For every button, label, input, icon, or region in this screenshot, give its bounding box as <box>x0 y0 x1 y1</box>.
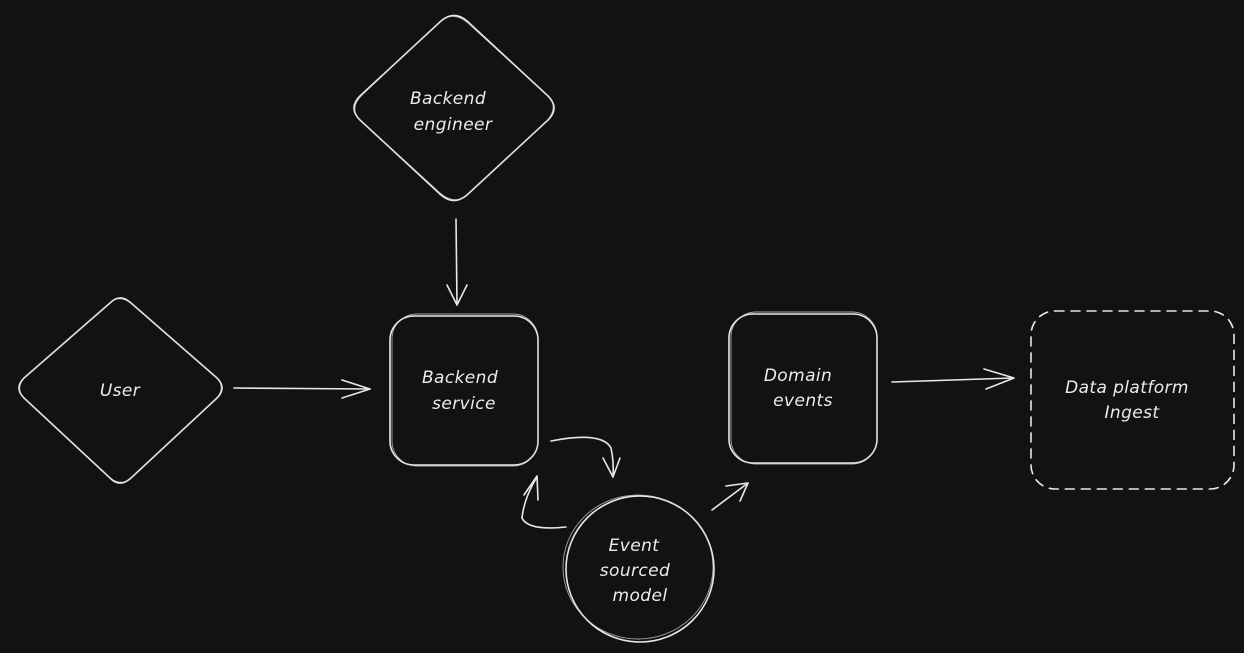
node-backend-engineer[interactable]: Backend engineer <box>353 14 555 202</box>
node-domain-events[interactable]: Domain events <box>728 311 878 465</box>
arrow-model-to-domain-events <box>711 482 749 511</box>
user-label: User <box>100 381 141 401</box>
event-sourced-model-label-line2: sourced <box>600 561 670 581</box>
backend-service-label-line1: Backend <box>422 368 498 388</box>
data-platform-label-line1: Data platform <box>1065 378 1189 398</box>
node-data-platform-ingest[interactable]: Data platform Ingest <box>1030 310 1235 490</box>
domain-events-label-line1: Domain <box>764 366 832 386</box>
event-sourced-model-label-line1: Event <box>609 536 661 556</box>
backend-engineer-label-line2: engineer <box>414 115 493 135</box>
domain-events-label-line2: events <box>773 391 833 411</box>
arrow-model-to-service <box>521 475 567 529</box>
node-user[interactable]: User <box>18 297 223 484</box>
backend-service-label-line2: service <box>432 394 496 414</box>
event-sourced-model-label-line3: model <box>613 586 668 606</box>
data-platform-label-line2: Ingest <box>1105 403 1161 423</box>
node-backend-service[interactable]: Backend service <box>389 313 539 467</box>
node-event-sourced-model[interactable]: Event sourced model <box>562 494 715 643</box>
arrow-engineer-to-service <box>446 218 468 306</box>
backend-engineer-label-line1: Backend <box>410 89 486 109</box>
arrow-service-to-model <box>550 436 621 478</box>
arrow-user-to-service <box>233 379 371 399</box>
arrow-domain-events-to-data-platform <box>891 368 1015 390</box>
